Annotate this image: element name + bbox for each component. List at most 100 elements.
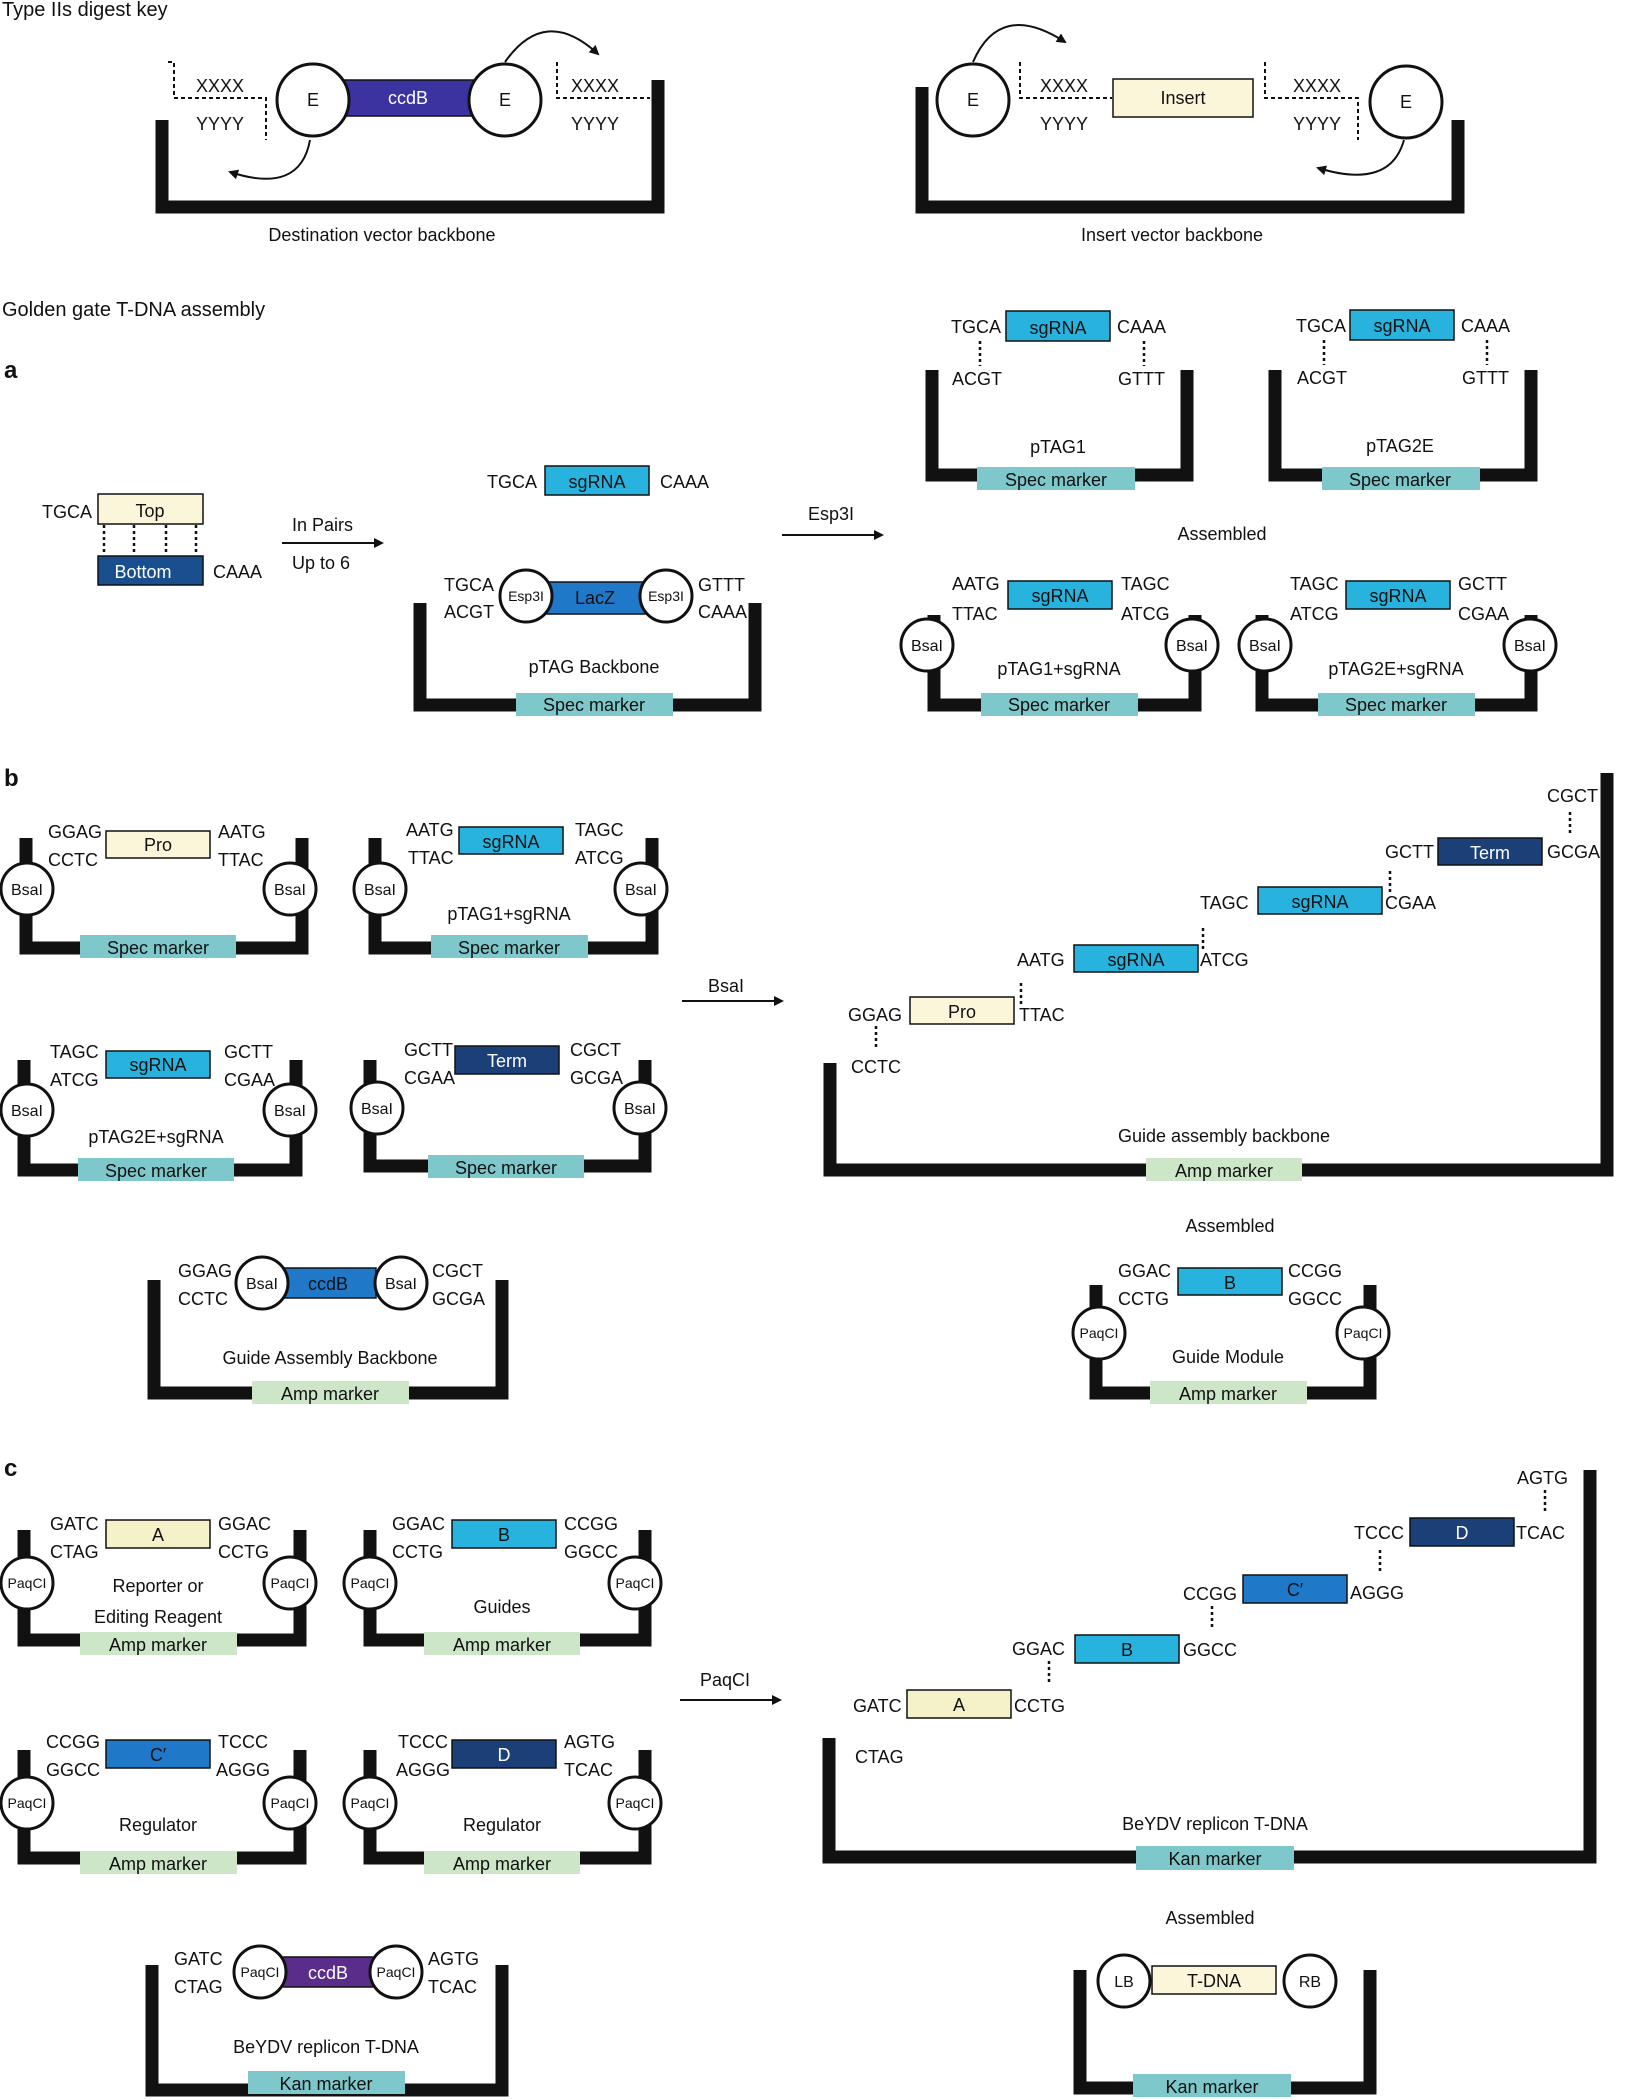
svg-text:GATC: GATC	[853, 1696, 902, 1716]
svg-text:CGAA: CGAA	[1458, 604, 1509, 624]
svg-text:ATCG: ATCG	[50, 1070, 99, 1090]
destination-vector: ccdB E E XXXX YYYY XXXX YYYY Destination…	[155, 30, 665, 245]
panel-label-c: c	[4, 1455, 17, 1482]
insert-vector: Insert E E XXXX YYYY XXXX YYYY Insert ve…	[915, 24, 1465, 245]
svg-text:B: B	[1121, 1640, 1133, 1660]
svg-text:AGTG: AGTG	[1517, 1468, 1568, 1488]
svg-text:PaqCI: PaqCI	[271, 1575, 310, 1591]
svg-text:D: D	[1456, 1523, 1469, 1543]
svg-text:CGAA: CGAA	[1385, 893, 1436, 913]
ccdb-label: ccdB	[388, 88, 428, 108]
svg-text:Amp marker: Amp marker	[109, 1635, 207, 1655]
svg-text:Kan marker: Kan marker	[279, 2074, 372, 2094]
cut-arrow-left	[228, 139, 311, 180]
svg-text:GCTT: GCTT	[1458, 574, 1507, 594]
svg-text:pTAG1: pTAG1	[1030, 437, 1086, 457]
panel-label-b: b	[4, 765, 19, 792]
svg-text:In Pairs: In Pairs	[292, 515, 353, 535]
svg-text:TAGC: TAGC	[50, 1042, 99, 1062]
svg-text:GGCC: GGCC	[1183, 1640, 1237, 1660]
svg-text:CGCT: CGCT	[570, 1040, 621, 1060]
svg-text:CCTG: CCTG	[218, 1542, 269, 1562]
svg-text:Amp marker: Amp marker	[453, 1635, 551, 1655]
svg-text:pTAG2E+sgRNA: pTAG2E+sgRNA	[88, 1127, 223, 1147]
svg-text:PaqCI: PaqCI	[616, 1575, 655, 1591]
svg-text:sgRNA: sgRNA	[1291, 892, 1348, 912]
svg-text:Guide assembly backbone: Guide assembly backbone	[1118, 1126, 1330, 1146]
svg-text:Regulator: Regulator	[463, 1815, 541, 1835]
beydv-tdna-backbone: Kan marker GATC CTAG ccdB PaqCI PaqCI AG…	[145, 1944, 509, 2097]
svg-text:Spec marker: Spec marker	[105, 1161, 207, 1181]
svg-text:BsaI: BsaI	[1249, 638, 1281, 655]
cut-arrow-right	[1316, 139, 1405, 176]
svg-text:pTAG1+sgRNA: pTAG1+sgRNA	[997, 659, 1120, 679]
svg-text:GATC: GATC	[50, 1514, 99, 1534]
svg-text:PaqCI: PaqCI	[351, 1575, 390, 1591]
svg-text:Spec marker: Spec marker	[1008, 695, 1110, 715]
insert-label: Insert	[1160, 88, 1205, 108]
svg-text:TCCC: TCCC	[398, 1732, 448, 1752]
svg-text:Term: Term	[1470, 843, 1510, 863]
svg-text:Esp3I: Esp3I	[648, 588, 684, 604]
svg-text:B: B	[1224, 1273, 1236, 1293]
svg-text:CAAA: CAAA	[213, 562, 262, 582]
svg-text:CCTG: CCTG	[392, 1542, 443, 1562]
svg-text:PaqCI: PaqCI	[8, 1575, 47, 1591]
assembled-label-c: Assembled	[1165, 1908, 1254, 1928]
final-tdna: Kan marker T-DNA LB RB	[1073, 1953, 1377, 2097]
svg-text:BsaI: BsaI	[1514, 638, 1546, 655]
svg-text:GTTT: GTTT	[1118, 369, 1165, 389]
svg-text:LB: LB	[1114, 1974, 1134, 1991]
ptag1-sgrna-vector: Spec marker AATG TTAC sgRNA TAGC ATCG Bs…	[899, 574, 1220, 716]
svg-text:sgRNA: sgRNA	[1107, 950, 1164, 970]
panel-label-a: a	[4, 357, 18, 384]
svg-text:Editing Reagent: Editing Reagent	[94, 1607, 222, 1627]
svg-text:Spec marker: Spec marker	[107, 938, 209, 958]
svg-text:TGCA: TGCA	[444, 575, 494, 595]
svg-text:GGAC: GGAC	[1012, 1639, 1065, 1659]
svg-text:CCGG: CCGG	[46, 1732, 100, 1752]
svg-text:GGAC: GGAC	[1118, 1261, 1171, 1281]
svg-text:E: E	[307, 90, 319, 110]
svg-text:Esp3I: Esp3I	[508, 588, 544, 604]
svg-text:Reporter or: Reporter or	[112, 1576, 203, 1596]
svg-text:Term: Term	[487, 1051, 527, 1071]
svg-text:BsaI: BsaI	[11, 882, 43, 899]
cut-arrow-left	[972, 24, 1067, 63]
svg-text:Amp marker: Amp marker	[453, 1854, 551, 1874]
svg-text:Top: Top	[135, 501, 164, 521]
svg-text:GGCC: GGCC	[564, 1542, 618, 1562]
svg-text:GGAG: GGAG	[178, 1261, 232, 1281]
svg-text:TGCA: TGCA	[1296, 316, 1346, 336]
svg-text:BsaI: BsaI	[708, 976, 744, 996]
svg-text:GCGA: GCGA	[432, 1289, 485, 1309]
svg-text:AGGG: AGGG	[1350, 1583, 1404, 1603]
oligo-pair: TGCA Top Bottom CAAA	[42, 493, 262, 586]
bottom-oligo	[97, 555, 204, 586]
svg-text:sgRNA: sgRNA	[1029, 318, 1086, 338]
svg-text:GGAC: GGAC	[218, 1514, 271, 1534]
b-ptag2e-sgrna-vector: Spec marker TAGC ATCG sgRNA GCTT CGAA Bs…	[0, 1042, 318, 1181]
svg-text:E: E	[1400, 92, 1412, 112]
svg-text:Kan marker: Kan marker	[1168, 1849, 1261, 1869]
svg-text:Bottom: Bottom	[114, 562, 171, 582]
svg-text:C′: C′	[150, 1745, 167, 1765]
svg-text:CAAA: CAAA	[1461, 316, 1510, 336]
svg-text:Amp marker: Amp marker	[1175, 1161, 1273, 1181]
sgrna-fragment: TGCA sgRNA CAAA	[487, 465, 709, 496]
svg-text:PaqCI: PaqCI	[241, 1964, 280, 1980]
svg-text:TTAC: TTAC	[1019, 1005, 1065, 1025]
svg-text:GGAC: GGAC	[392, 1514, 445, 1534]
part-d-vector: Amp marker TCCC AGGG D AGTG TCAC PaqCI P…	[342, 1732, 663, 1874]
paqci-arrow: PaqCI	[680, 1670, 782, 1705]
svg-text:PaqCI: PaqCI	[351, 1795, 390, 1811]
svg-text:sgRNA: sgRNA	[1031, 586, 1088, 606]
svg-text:Spec marker: Spec marker	[543, 695, 645, 715]
svg-text:Guide Module: Guide Module	[1172, 1347, 1284, 1367]
svg-text:CGCT: CGCT	[432, 1261, 483, 1281]
svg-text:D: D	[498, 1745, 511, 1765]
svg-text:ACGT: ACGT	[1297, 368, 1347, 388]
svg-text:Kan marker: Kan marker	[1165, 2077, 1258, 2097]
svg-text:Up to 6: Up to 6	[292, 553, 350, 573]
svg-text:sgRNA: sgRNA	[129, 1055, 186, 1075]
